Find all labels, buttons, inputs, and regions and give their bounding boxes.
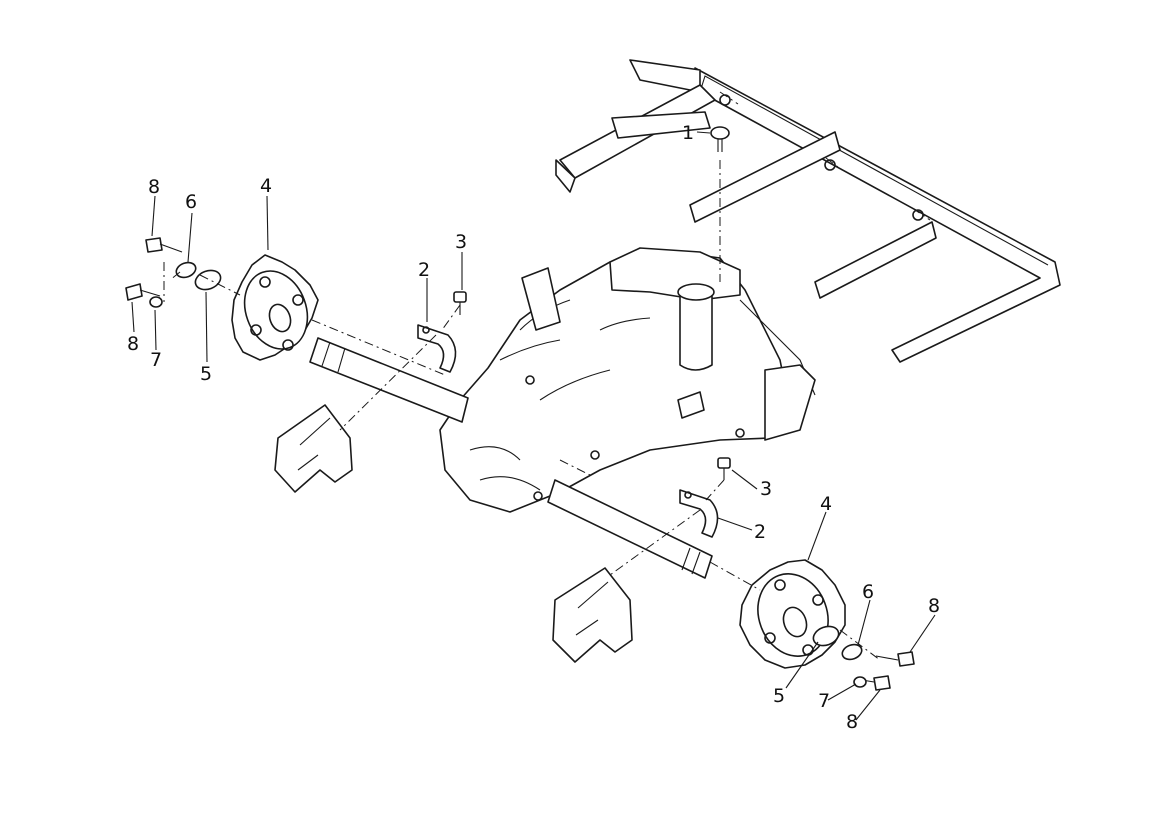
callout-labels: 1 2 3 4 5 6 7 8 8 2 3 4 5 6 7 8 8 [127,122,940,733]
leader-lines [131,131,936,721]
right-mount-bracket [552,567,633,663]
callout-4-right: 4 [820,493,832,515]
callout-5-left: 5 [200,363,212,385]
left-sprocket [231,254,319,361]
callout-6-right: 6 [862,581,874,603]
callout-3-right: 3 [760,478,772,500]
callout-8-right-top: 8 [928,595,940,617]
callout-5-right: 5 [773,685,785,707]
callout-4-left: 4 [260,175,272,197]
frame-assembly [555,59,1061,363]
callout-1: 1 [682,122,694,144]
callout-8-right-bottom: 8 [846,711,858,733]
callout-8-left-bottom: 8 [127,333,139,355]
callout-2-right: 2 [754,521,766,543]
right-strap-bolt [717,457,731,480]
transaxle-housing [439,247,816,513]
callout-7-right: 7 [818,690,830,712]
right-axle-shaft [547,479,713,579]
left-axle-shaft [309,337,469,423]
right-hardware [812,625,915,691]
callout-2-left: 2 [418,259,430,281]
left-axle-strap [417,324,457,373]
callout-8-left-top: 8 [148,176,160,198]
callout-3-left: 3 [455,231,467,253]
callout-6-left: 6 [185,191,197,213]
right-sprocket [739,559,846,669]
callout-7-left: 7 [150,349,162,371]
left-strap-bolt [453,291,467,315]
assembly-center-lines [199,160,881,661]
left-mount-bracket [274,404,353,493]
right-axle-strap [679,489,719,538]
frame-mount-bolt [710,126,730,152]
left-hardware [125,237,222,308]
